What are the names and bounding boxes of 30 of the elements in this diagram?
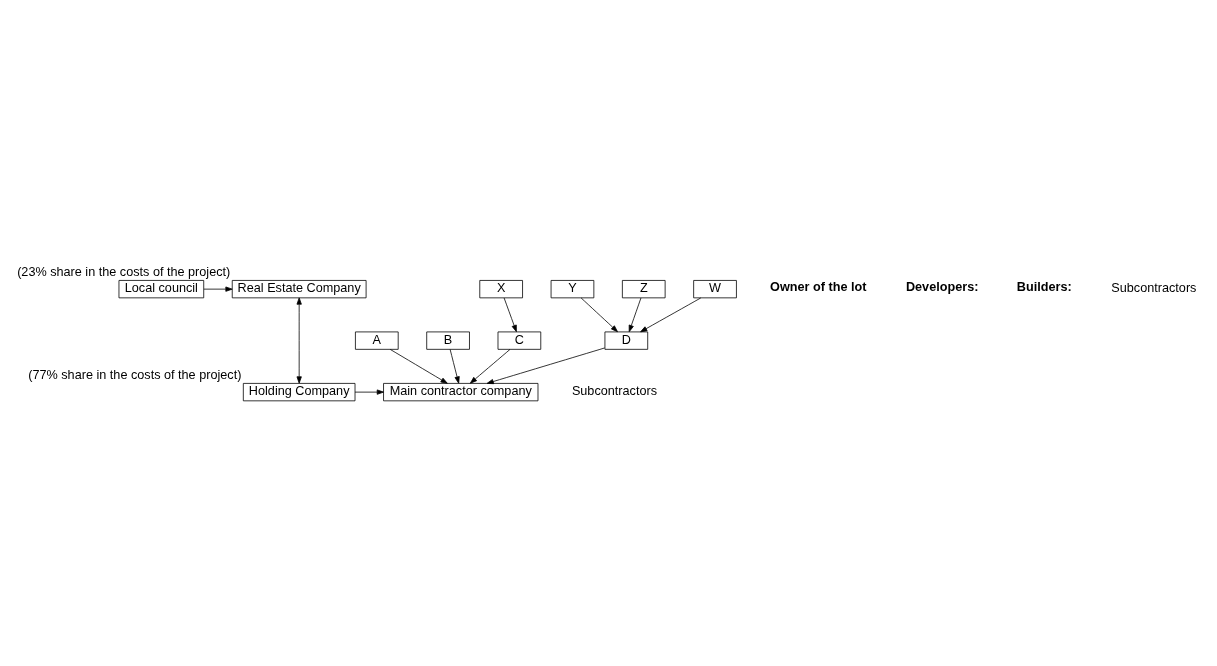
arrow — [628, 297, 642, 332]
node-box: A — [355, 331, 399, 350]
node-box: Local council — [118, 279, 205, 298]
arrow — [503, 297, 517, 332]
node-box: Real Estate Company — [231, 279, 367, 298]
arrow — [580, 297, 618, 332]
node-box: Main contractor company — [383, 382, 539, 401]
node-box: Y — [550, 279, 595, 298]
node-label: (23% share in the costs of the project) — [17, 264, 231, 279]
arrow — [469, 348, 511, 384]
node-box: X — [479, 279, 523, 298]
label: Developers: — [905, 279, 979, 294]
arrow — [640, 297, 702, 332]
node-box: W — [693, 279, 737, 298]
arrow — [296, 297, 302, 384]
label: Owner of the lot — [770, 279, 867, 294]
label: Subcontractors — [1111, 280, 1197, 295]
arrow — [203, 286, 233, 292]
arrow — [486, 347, 606, 384]
node-box: B — [426, 331, 470, 350]
node-box: Z — [621, 279, 666, 298]
label: Subcontractors — [571, 383, 657, 398]
node-box: D — [604, 331, 649, 350]
arrow — [354, 389, 384, 395]
node-box: Holding Company — [242, 382, 356, 401]
arrow — [389, 348, 448, 384]
arrow — [449, 348, 460, 384]
node-label: (77% share in the costs of the project) — [28, 367, 242, 382]
label: Builders: — [1016, 279, 1072, 294]
node-box: C — [497, 331, 542, 350]
